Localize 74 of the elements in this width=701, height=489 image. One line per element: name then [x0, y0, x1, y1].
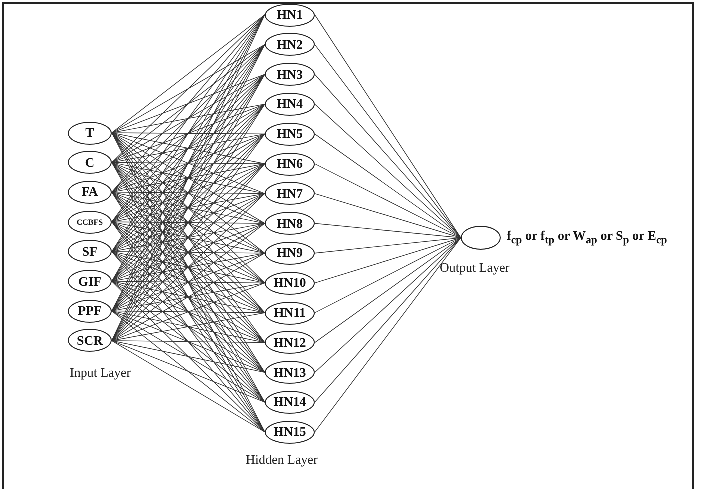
- layer-label: Output Layer: [440, 260, 510, 276]
- connection-line: [112, 14, 266, 164]
- neuron-ellipse: HN5: [265, 122, 315, 146]
- connection-line: [314, 134, 462, 238]
- connection-line: [314, 104, 462, 238]
- connection-line: [112, 340, 266, 433]
- neuron-ellipse: HN15: [265, 420, 315, 444]
- neuron-ellipse: FA: [68, 180, 112, 204]
- layer-label: Hidden Layer: [246, 452, 318, 468]
- neuron-ellipse: HN3: [265, 63, 315, 86]
- connection-line: [112, 74, 266, 134]
- neuron-ellipse: HN6: [265, 152, 315, 176]
- connection-line: [112, 340, 266, 403]
- layer-label: Input Layer: [70, 365, 132, 381]
- neuron-ellipse: SCR: [68, 329, 112, 352]
- neuron-ellipse: HN2: [265, 33, 315, 56]
- connection-line: [112, 310, 266, 373]
- connection-line: [112, 310, 266, 314]
- connection-line: [314, 238, 462, 314]
- neuron-ellipse: [461, 226, 501, 250]
- neuron-ellipse: PPF: [68, 300, 112, 323]
- connection-line: [112, 74, 266, 164]
- connection-line: [112, 251, 266, 403]
- connection-line: [314, 238, 462, 433]
- connection-line: [112, 132, 266, 135]
- connection-line: [112, 222, 266, 373]
- connection-line: [112, 251, 266, 254]
- neuron-ellipse: HN12: [265, 331, 315, 354]
- connection-line: [112, 104, 266, 252]
- connection-line: [112, 281, 266, 284]
- connection-line: [314, 74, 462, 238]
- connection-line: [112, 340, 266, 373]
- connection-line: [112, 104, 266, 193]
- connection-line: [314, 238, 462, 284]
- neuron-ellipse: HN4: [265, 92, 315, 116]
- neuron-ellipse: HN13: [265, 361, 315, 384]
- neuron-ellipse: CCBFS: [68, 210, 112, 234]
- neuron-ellipse: T: [68, 122, 112, 144]
- neuron-ellipse: HN14: [265, 390, 315, 414]
- connection-line: [314, 164, 462, 238]
- connection-line: [112, 310, 266, 403]
- connection-line: [314, 223, 462, 238]
- connection-line: [314, 238, 462, 344]
- neuron-ellipse: HN10: [265, 272, 315, 295]
- neuron-ellipse: SF: [68, 240, 112, 264]
- connection-line: [112, 14, 266, 134]
- connection-line: [112, 281, 266, 373]
- connection-line: [112, 74, 266, 193]
- connection-line: [314, 238, 462, 403]
- connection-line: [314, 238, 462, 373]
- connection-line: [112, 222, 266, 224]
- connection-line: [112, 104, 266, 222]
- neuron-ellipse: HN11: [265, 302, 315, 324]
- neuron-ellipse: GIF: [68, 270, 112, 293]
- neuron-ellipse: HN8: [265, 212, 315, 236]
- connection-line: [112, 281, 266, 403]
- output-variables-text: f$_{cp}$ or f$_{tp}$ or W$_{ap}$ or S$_{p}$ or E$_{cp}$: [507, 228, 668, 247]
- connection-line: [314, 193, 462, 238]
- neuron-ellipse: HN7: [265, 182, 315, 206]
- neuron-ellipse: HN1: [265, 4, 315, 26]
- connection-line: [112, 251, 266, 373]
- connection-line: [112, 281, 266, 433]
- connection-line: [112, 44, 266, 134]
- connection-line: [112, 44, 266, 164]
- connection-line: [112, 44, 266, 193]
- connection-line: [112, 104, 266, 134]
- connection-line: [112, 192, 266, 194]
- connection-line: [112, 340, 266, 344]
- connection-line: [112, 310, 266, 433]
- neuron-ellipse: HN9: [265, 242, 315, 265]
- connection-line: [112, 162, 266, 164]
- connection-line: [112, 104, 266, 164]
- neuron-ellipse: C: [68, 151, 112, 174]
- connection-line: [314, 238, 462, 254]
